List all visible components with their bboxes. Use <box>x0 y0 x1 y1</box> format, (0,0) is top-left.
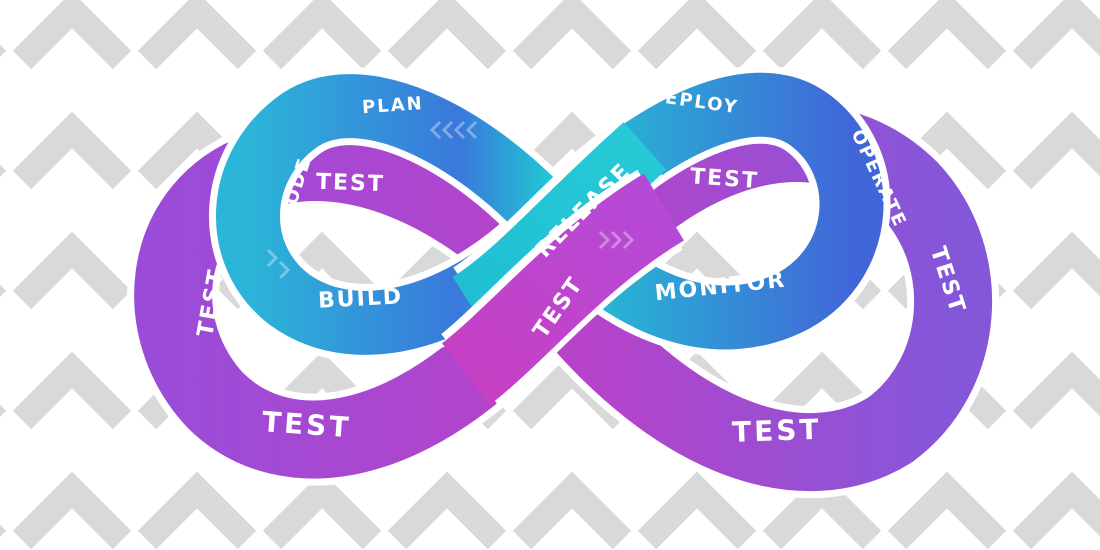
label-build: BUILD <box>317 284 403 313</box>
label-test-left-bottom: TEST <box>261 405 353 444</box>
label-test-right-inner: TEST <box>689 164 759 194</box>
label-plan: PLAN <box>361 93 424 118</box>
label-test-right-bottom: TEST <box>731 413 822 449</box>
label-test-left-inner: TEST <box>316 170 386 197</box>
inner-band-chevrons <box>266 120 635 280</box>
outer-crossing-strand <box>440 169 685 406</box>
